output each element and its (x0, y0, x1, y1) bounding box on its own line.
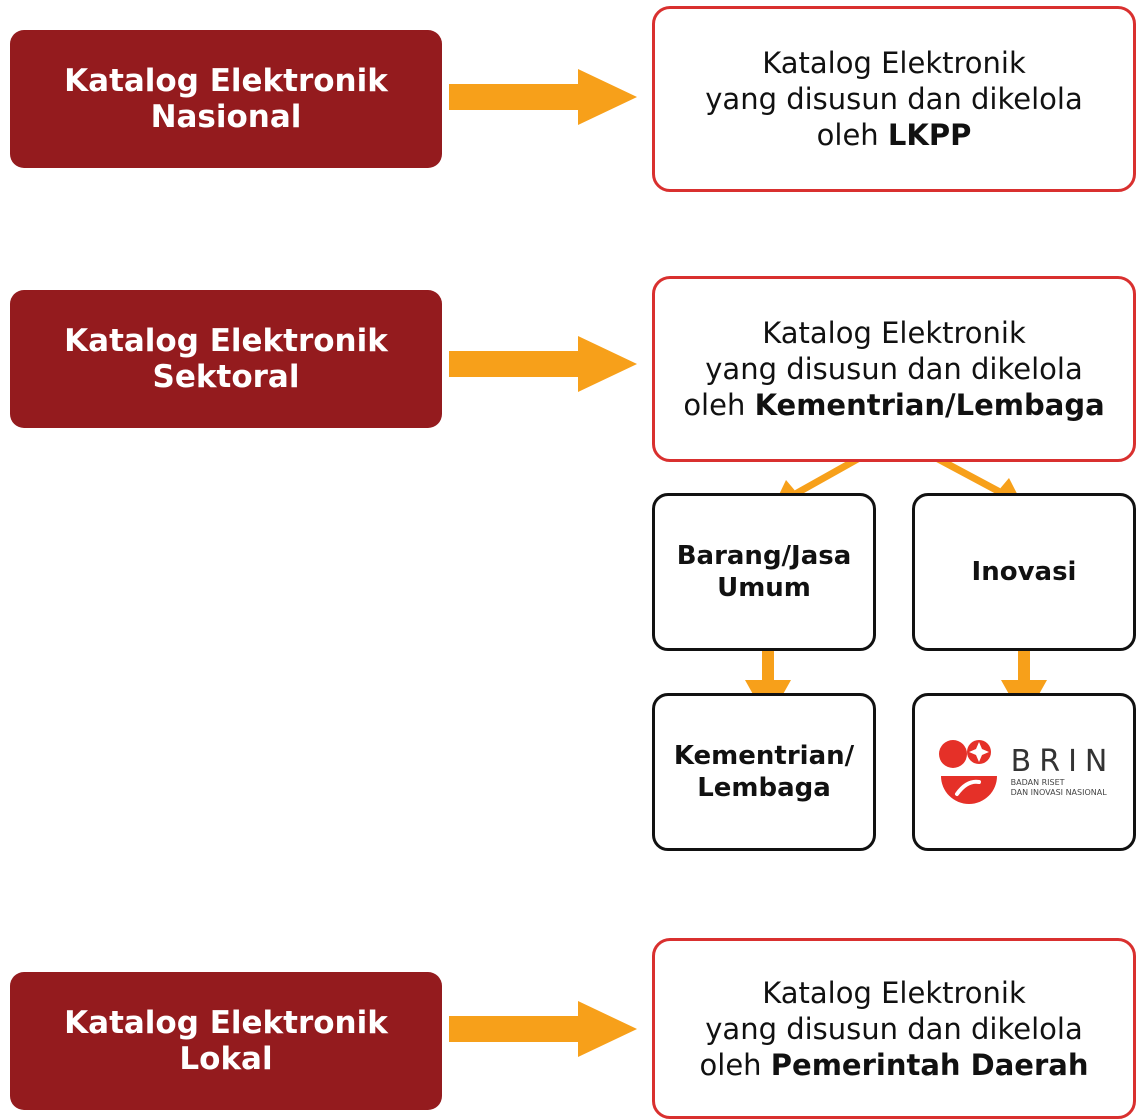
brin-sub-1: BADAN RISET (1010, 778, 1065, 787)
target-line-3: oleh Pemerintah Daerah (700, 1047, 1089, 1083)
brin-word: BRIN (1010, 744, 1116, 779)
target-line-1: Katalog Elektronik (762, 46, 1026, 80)
category-line-2: Umum (717, 573, 811, 603)
brin-wordmark: BRIN BADAN RISET DAN INOVASI NASIONAL (1011, 746, 1116, 798)
source-box-sektoral: Katalog Elektronik Sektoral (10, 290, 442, 428)
source-line-2: Lokal (179, 1041, 273, 1077)
source-box-nasional: Katalog Elektronik Nasional (10, 30, 442, 168)
target-line-2: yang disusun dan dikelola (705, 82, 1083, 116)
category-box-inovasi: Inovasi (912, 493, 1136, 651)
manager-line-1: Kementrian/ (673, 741, 855, 771)
source-line-1: Katalog Elektronik (64, 323, 388, 359)
source-line-2: Sektoral (152, 359, 300, 395)
target-box-sektoral: Katalog Elektronik yang disusun dan dike… (652, 276, 1136, 462)
target-box-lokal: Katalog Elektronik yang disusun dan dike… (652, 938, 1136, 1119)
source-line-2: Nasional (150, 99, 302, 135)
brin-logo: BRIN BADAN RISET DAN INOVASI NASIONAL (933, 736, 1116, 808)
brin-emblem-icon (938, 740, 997, 804)
target-line-3-prefix: oleh (683, 388, 755, 422)
manager-box-kementrian: Kementrian/ Lembaga (652, 693, 876, 851)
category-line-1: Inovasi (971, 557, 1077, 587)
target-line-2: yang disusun dan dikelola (705, 1011, 1083, 1046)
source-line-1: Katalog Elektronik (64, 1005, 388, 1041)
target-line-3-bold: Pemerintah Daerah (770, 1047, 1089, 1082)
source-box-lokal: Katalog Elektronik Lokal (10, 972, 442, 1110)
target-line-3: oleh Kementrian/Lembaga (683, 387, 1104, 423)
target-line-3-bold: Kementrian/Lembaga (754, 388, 1105, 422)
target-line-3-prefix: oleh (699, 1047, 771, 1082)
source-line-1: Katalog Elektronik (64, 63, 388, 99)
arrow-sektoral (449, 336, 637, 392)
target-line-1: Katalog Elektronik (762, 316, 1026, 350)
brin-sub-2: DAN INOVASI NASIONAL (1010, 788, 1107, 797)
target-line-1: Katalog Elektronik (762, 975, 1026, 1010)
target-line-3: oleh LKPP (817, 117, 972, 153)
target-box-nasional: Katalog Elektronik yang disusun dan dike… (652, 6, 1136, 192)
category-box-barang-jasa: Barang/Jasa Umum (652, 493, 876, 651)
target-line-3-bold: LKPP (887, 118, 972, 152)
arrow-lokal (449, 1001, 637, 1057)
manager-line-2: Lembaga (697, 773, 831, 803)
target-line-2: yang disusun dan dikelola (705, 352, 1083, 386)
category-line-1: Barang/Jasa (676, 541, 852, 571)
target-line-3-prefix: oleh (816, 118, 888, 152)
manager-box-brin: BRIN BADAN RISET DAN INOVASI NASIONAL (912, 693, 1136, 851)
arrow-nasional (449, 69, 637, 125)
